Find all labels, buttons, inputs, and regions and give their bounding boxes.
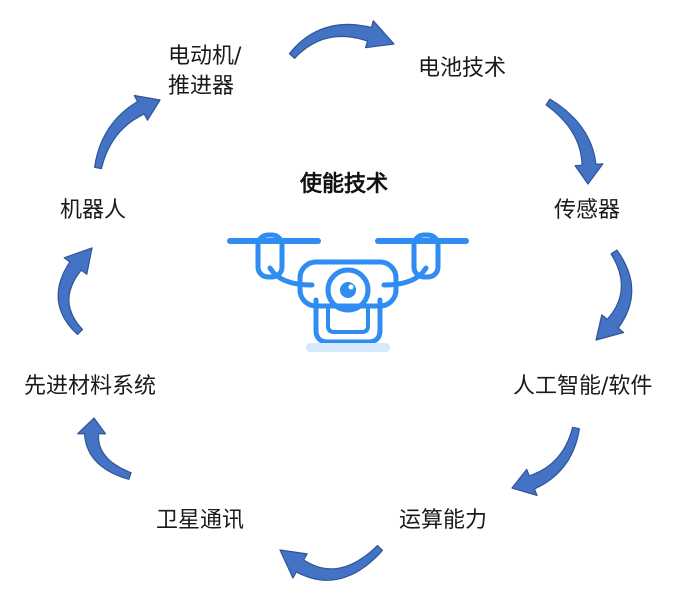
arrow-sensor-to-ai [595,249,633,341]
drone-icon [227,232,469,352]
node-sensor: 传感器 [554,198,621,223]
center-title: 使能技术 [300,172,389,197]
arrow-battery-to-sensor [545,98,604,185]
node-robot: 机器人 [60,198,127,223]
node-battery: 电池技术 [418,56,507,81]
arrow-satellite-to-materials [77,417,132,480]
node-compute: 运算能力 [399,508,488,533]
node-motor-line2: 推进器 [168,74,235,99]
arrow-ai-to-compute [511,426,580,496]
node-materials: 先进材料系统 [24,374,157,399]
node-satellite: 卫星通讯 [156,508,245,533]
node-motor-line1: 电动机/ [168,44,242,69]
arrow-robot-to-motor [94,94,161,170]
arrow-materials-to-robot [57,247,93,336]
cycle-arrows [57,20,633,581]
node-ai: 人工智能/软件 [513,374,653,399]
arrow-compute-to-satellite [279,545,384,581]
arrow-motor-to-battery [288,20,395,59]
